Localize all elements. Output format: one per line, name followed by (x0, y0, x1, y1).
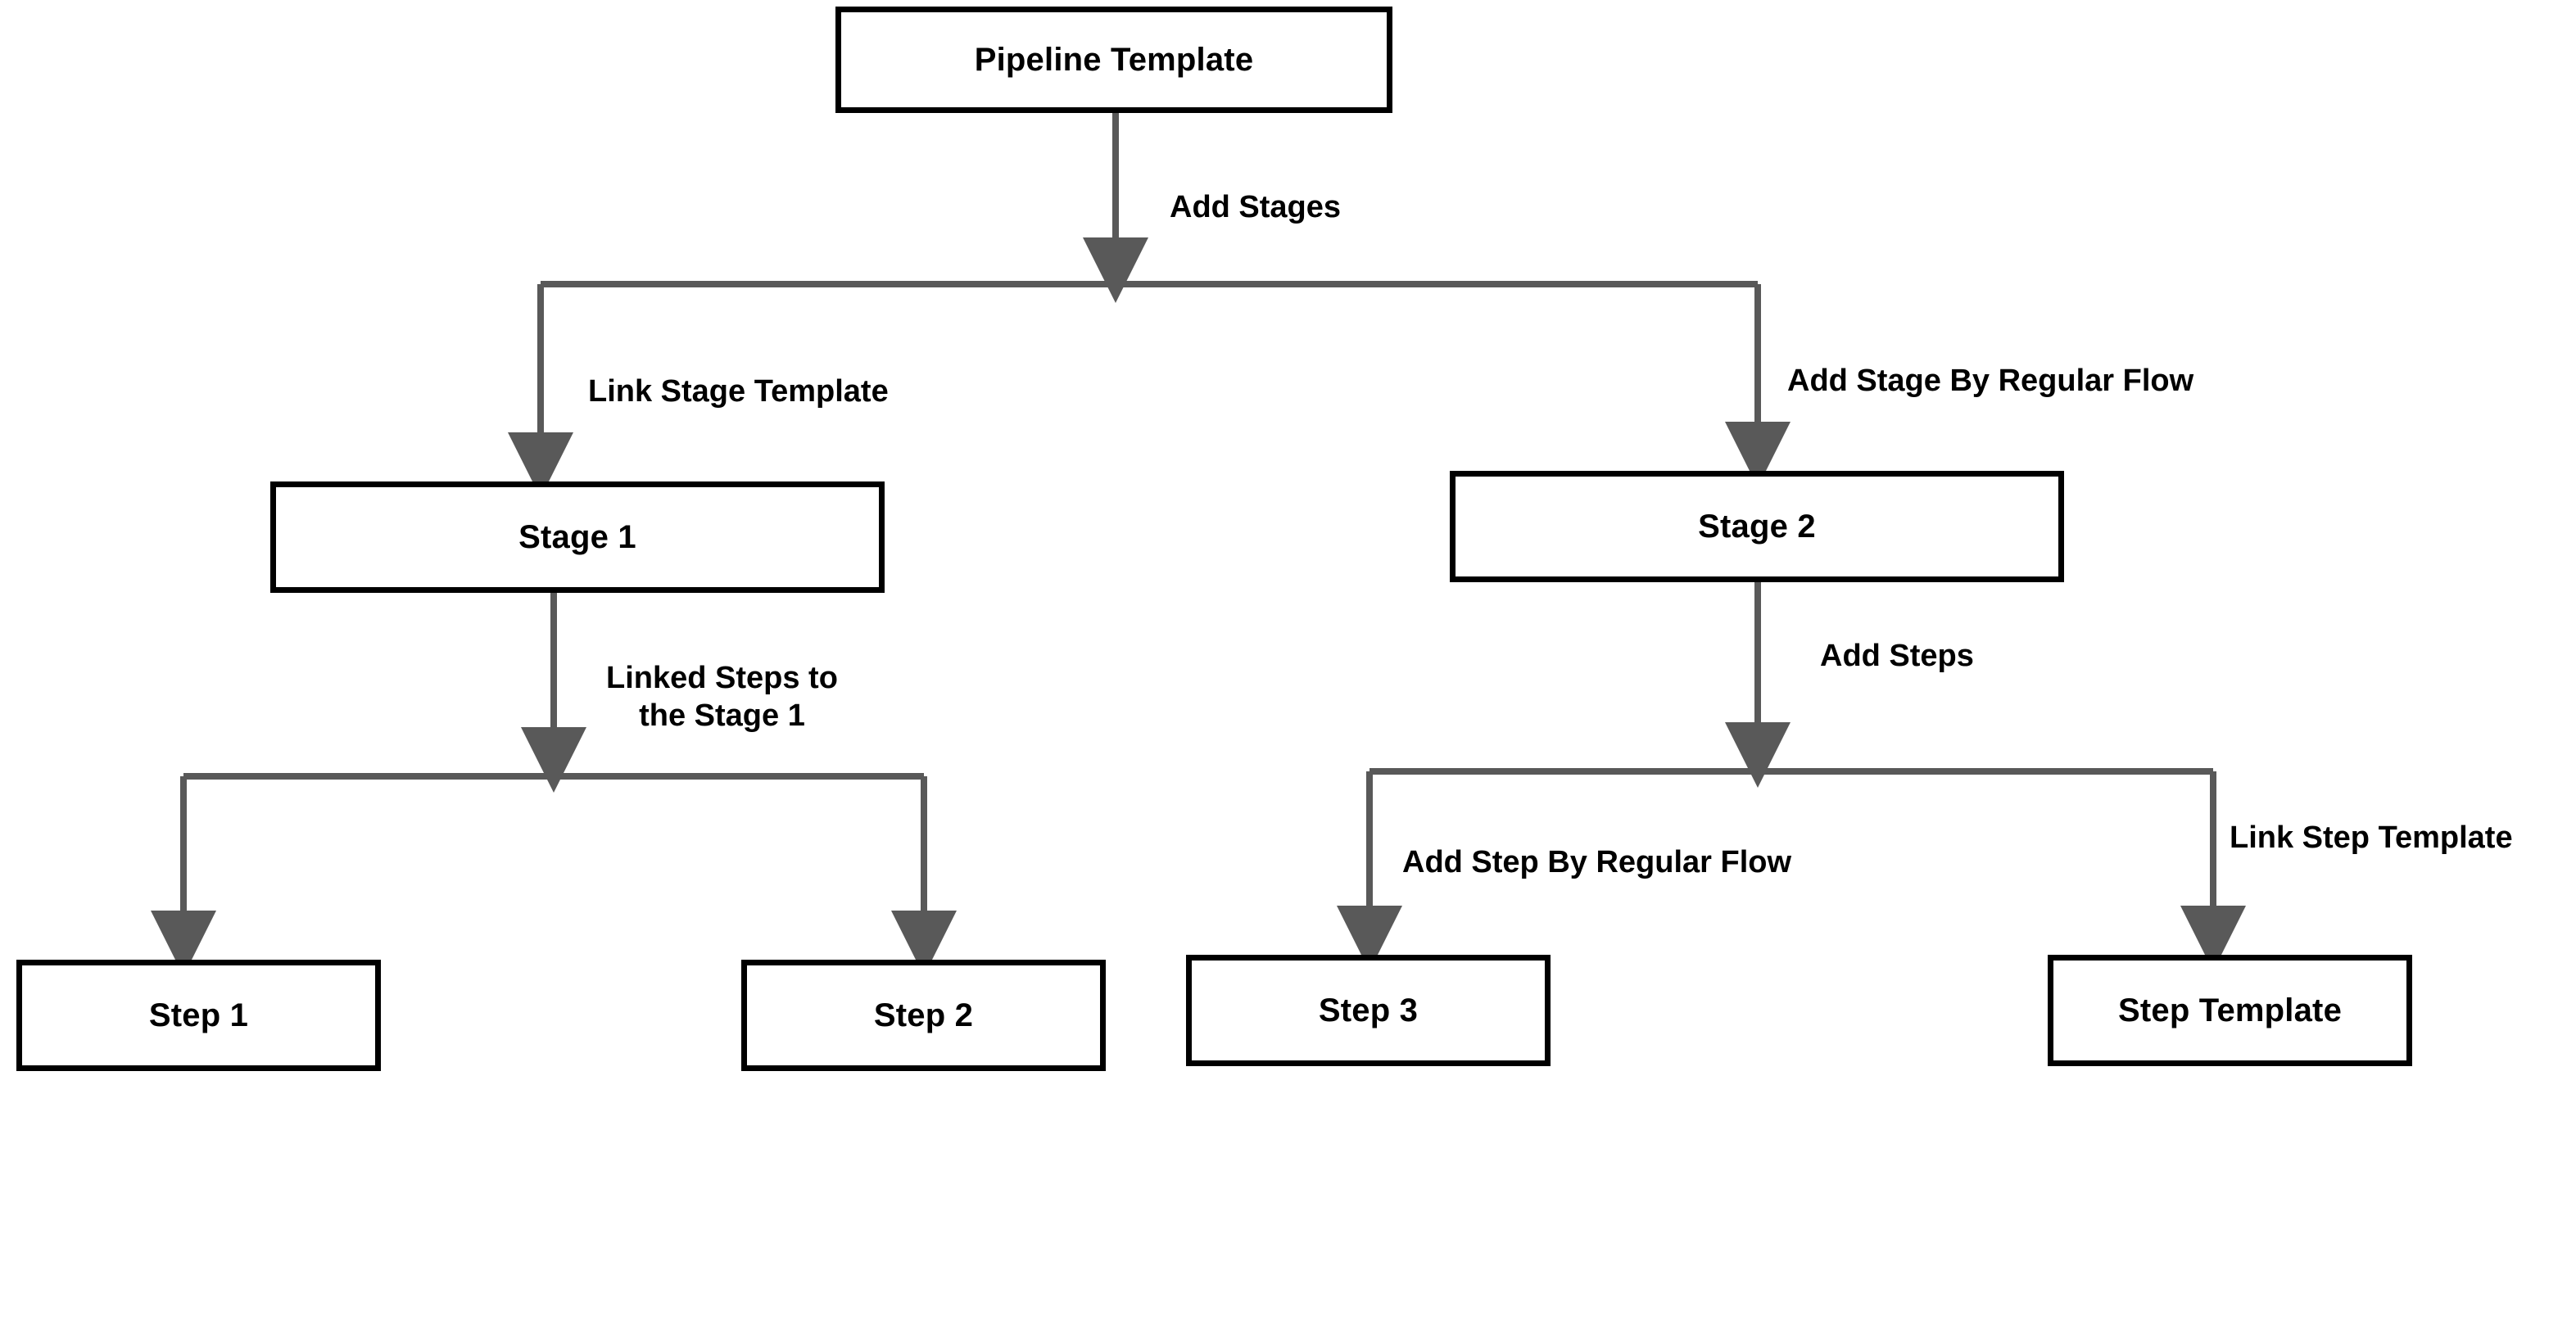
node-step-3-label: Step 3 (1318, 992, 1419, 1028)
edge-label-add-stage-by-regular-flow: Add Stage By Regular Flow (1787, 364, 2194, 398)
edge-label-add-stages: Add Stages (1170, 190, 1342, 224)
node-step-1[interactable]: Step 1 (16, 960, 381, 1071)
node-step-2-label: Step 2 (873, 997, 974, 1033)
edge-label-link-stage-template: Link Stage Template (588, 374, 889, 409)
node-stage-2-label: Stage 2 (1698, 509, 1816, 545)
node-pipeline-template-label: Pipeline Template (974, 42, 1254, 78)
edge-label-linked-steps-to-the-stage-1: Linked Steps to the Stage 1 (606, 661, 838, 734)
edge-label-link-step-template: Link Step Template (2230, 820, 2513, 855)
node-pipeline-template[interactable]: Pipeline Template (835, 7, 1392, 113)
edge-label-add-step-by-regular-flow: Add Step By Regular Flow (1402, 845, 1792, 879)
node-stage-1-label: Stage 1 (518, 519, 636, 555)
edge-label-add-steps: Add Steps (1820, 639, 1974, 673)
node-step-template-label: Step Template (2117, 992, 2343, 1028)
node-step-1-label: Step 1 (148, 997, 249, 1033)
node-stage-2[interactable]: Stage 2 (1450, 471, 2064, 582)
node-step-template[interactable]: Step Template (2048, 955, 2412, 1066)
node-stage-1[interactable]: Stage 1 (270, 481, 885, 593)
node-step-3[interactable]: Step 3 (1186, 955, 1551, 1066)
node-step-2[interactable]: Step 2 (741, 960, 1106, 1071)
